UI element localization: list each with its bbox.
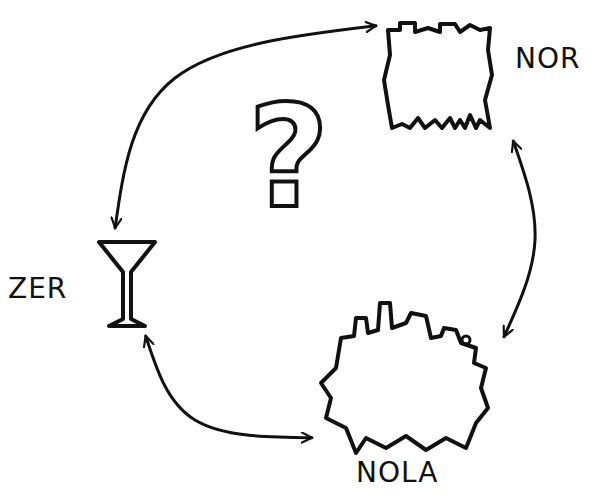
city-icon xyxy=(316,298,496,456)
icon-detail xyxy=(462,336,470,344)
question-mark: ? xyxy=(248,88,329,228)
double-arrow xyxy=(504,141,535,337)
icon-outline xyxy=(99,242,155,326)
double-arrow xyxy=(115,26,376,228)
icon-outline xyxy=(321,303,488,453)
node-label: NOLA xyxy=(356,456,438,490)
node-label: NOR xyxy=(515,42,580,76)
cocktail-icon xyxy=(97,234,157,330)
double-arrow xyxy=(146,336,312,438)
node-label: ZER xyxy=(8,272,67,306)
city-icon: NOLA xyxy=(316,298,500,492)
skyline-icon: NOR xyxy=(380,20,585,137)
cocktail-icon: ZER xyxy=(8,232,161,332)
icon-outline xyxy=(384,23,492,128)
skyline-icon xyxy=(380,20,500,135)
